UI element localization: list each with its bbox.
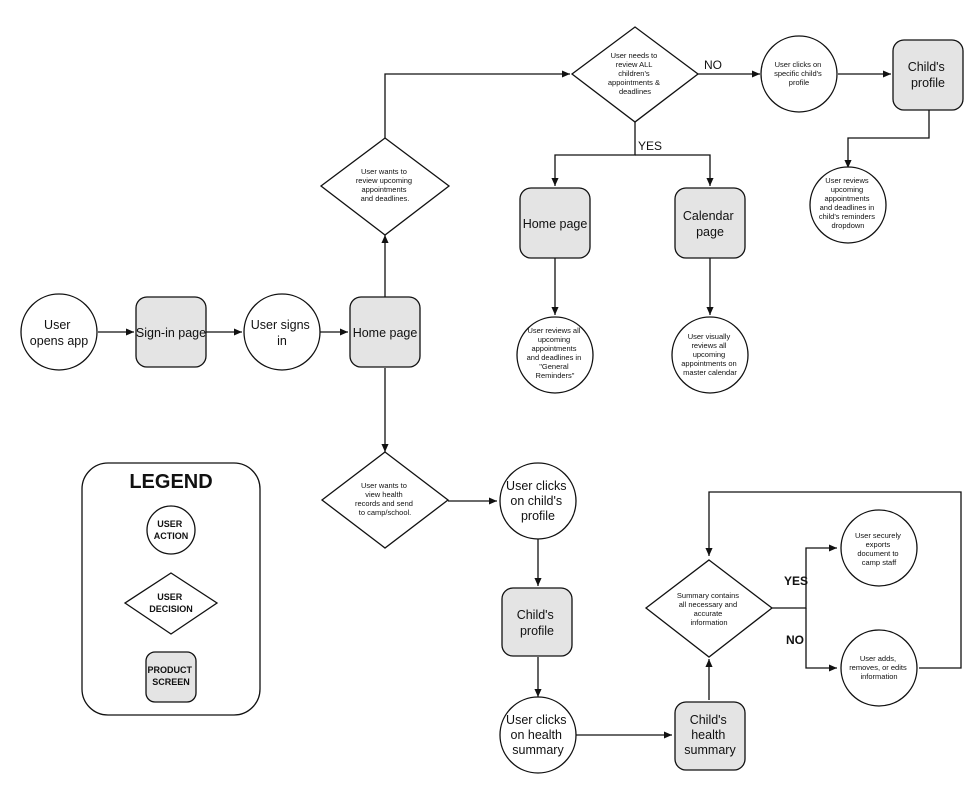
legend-decision-diamond <box>123 572 219 635</box>
action-clicks-specific-child <box>760 35 838 113</box>
legend-title: LEGEND <box>129 471 212 493</box>
legend-action-circle <box>146 505 196 555</box>
screen-childs-profile-top <box>892 39 964 111</box>
action-user-signs-in <box>243 293 321 371</box>
decision-health-records <box>320 451 450 549</box>
label-clicks-specific-child: User clicks on specific child's profile <box>774 60 824 87</box>
shapes <box>20 26 964 774</box>
label-decision-health: User wants to view health records and se… <box>355 481 415 517</box>
screen-home-page-top <box>519 187 591 259</box>
label-calendar-page: Calendar page <box>683 209 737 239</box>
label-decision-review: User wants to review upcoming appointmen… <box>356 167 414 203</box>
action-user-opens-app <box>20 293 98 371</box>
edge-label-yes-top: YES <box>638 139 662 153</box>
action-clicks-health-summary <box>499 696 577 774</box>
edge-decision-yes-to-export <box>772 544 837 609</box>
label-childs-profile-mid: Child's profile <box>517 608 558 638</box>
label-reviews-master-calendar: User visually reviews all upcoming appoi… <box>681 332 739 377</box>
label-clicks-childs-profile: User clicks on child's profile <box>506 479 570 523</box>
edge-yes-to-calendar <box>635 154 714 186</box>
action-exports-document <box>840 509 918 587</box>
screen-calendar-page <box>674 187 746 259</box>
edge-label-no-right: NO <box>786 633 804 647</box>
decision-summary-complete <box>644 559 774 658</box>
label-childs-health-summary: Child's health summary <box>684 713 736 757</box>
decision-review-upcoming <box>319 137 451 236</box>
action-reviews-master-calendar <box>671 316 749 394</box>
label-clicks-health-summary: User clicks on health summary <box>506 713 570 757</box>
screen-signin-page <box>135 296 207 368</box>
edge-all-children-yes <box>551 122 636 186</box>
label-user-opens-app: User opens app <box>30 318 88 348</box>
label-reviews-general: User reviews all upcoming appointments a… <box>527 326 584 380</box>
label-user-signs-in: User signs in <box>251 318 314 348</box>
legend-action-label: USER ACTION <box>154 519 189 541</box>
legend-decision-label: USER DECISION <box>149 592 193 614</box>
label-edits-information: User adds, removes, or edits information <box>849 654 909 681</box>
action-clicks-childs-profile <box>499 462 577 540</box>
screen-childs-profile-mid <box>501 587 573 657</box>
label-childs-profile-top: Child's profile <box>908 60 949 90</box>
connectors <box>98 70 962 739</box>
action-reviews-general <box>516 316 594 394</box>
decision-all-children <box>570 26 700 123</box>
label-home-page-top: Home page <box>523 217 588 231</box>
screen-home-page-main <box>349 296 421 368</box>
label-reviews-child-reminders: User reviews upcoming appointments and d… <box>819 176 877 230</box>
node-labels: User opens app Sign-in page User signs i… <box>30 51 949 757</box>
edge-review-to-all-children <box>384 70 570 138</box>
edge-label-yes-right: YES <box>784 574 808 588</box>
action-edits-information <box>840 629 918 707</box>
label-decision-all-children: User needs to review ALL children's appo… <box>608 51 662 96</box>
edge-label-no-top: NO <box>704 58 722 72</box>
label-home-page-main: Home page <box>353 326 418 340</box>
legend-screen-label: PRODUCT SCREEN <box>147 665 194 687</box>
label-exports-document: User securely exports document to camp s… <box>855 531 903 567</box>
legend: LEGEND USER ACTION USER DECISION PRODUCT… <box>81 462 261 716</box>
edge-edit-loop-back <box>705 491 962 669</box>
legend-screen-rect <box>145 651 197 703</box>
action-reviews-child-reminders <box>809 166 887 244</box>
label-decision-summary: Summary contains all necessary and accur… <box>677 591 741 627</box>
edge-decision-no-to-edit <box>805 608 837 672</box>
label-signin-page: Sign-in page <box>136 326 206 340</box>
screen-childs-health-summary <box>674 701 746 771</box>
edge-profile-to-child-reminders <box>844 109 930 168</box>
